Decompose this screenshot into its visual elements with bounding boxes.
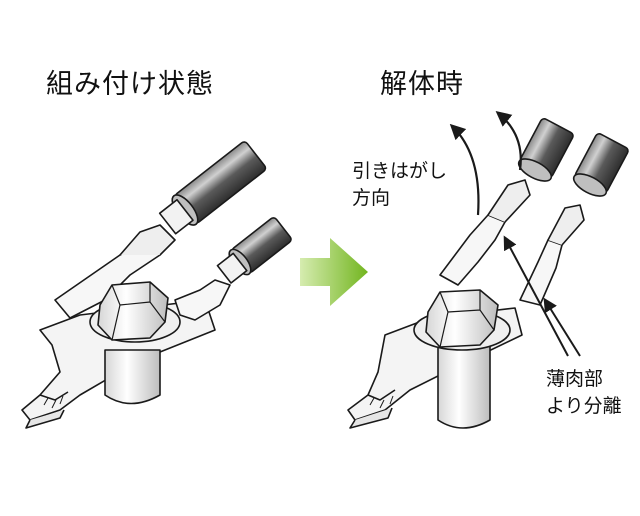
assembled-illustration bbox=[21, 141, 292, 429]
cable-right-1 bbox=[517, 118, 574, 182]
right-arrow-icon bbox=[300, 238, 368, 306]
separated-lug-right bbox=[519, 239, 563, 306]
separated-lug-left bbox=[439, 214, 506, 286]
terminal-lug-lower bbox=[174, 279, 231, 321]
thin-section-label: 薄肉部 より分離 bbox=[546, 368, 622, 417]
peel-direction-label: 引きはがし 方向 bbox=[352, 160, 448, 209]
cable-right-2 bbox=[572, 133, 629, 197]
stud-cylinder bbox=[104, 349, 161, 405]
thin-section-pointers bbox=[503, 235, 581, 357]
pointer-arrow-2 bbox=[543, 297, 581, 357]
cable-upper bbox=[158, 141, 267, 235]
stud-cylinder-right bbox=[437, 344, 491, 429]
peel-direction-arrows bbox=[449, 111, 522, 216]
disassembled-illustration bbox=[347, 118, 629, 429]
disassembled-title: 解体時 bbox=[380, 69, 464, 100]
hex-nut-right bbox=[425, 289, 499, 348]
cable-lower bbox=[216, 217, 292, 284]
peel-arrow-left bbox=[449, 123, 480, 216]
assembled-title: 組み付け状態 bbox=[46, 69, 214, 100]
peel-arrow-right bbox=[495, 111, 522, 171]
pointer-arrow-1 bbox=[503, 235, 569, 357]
